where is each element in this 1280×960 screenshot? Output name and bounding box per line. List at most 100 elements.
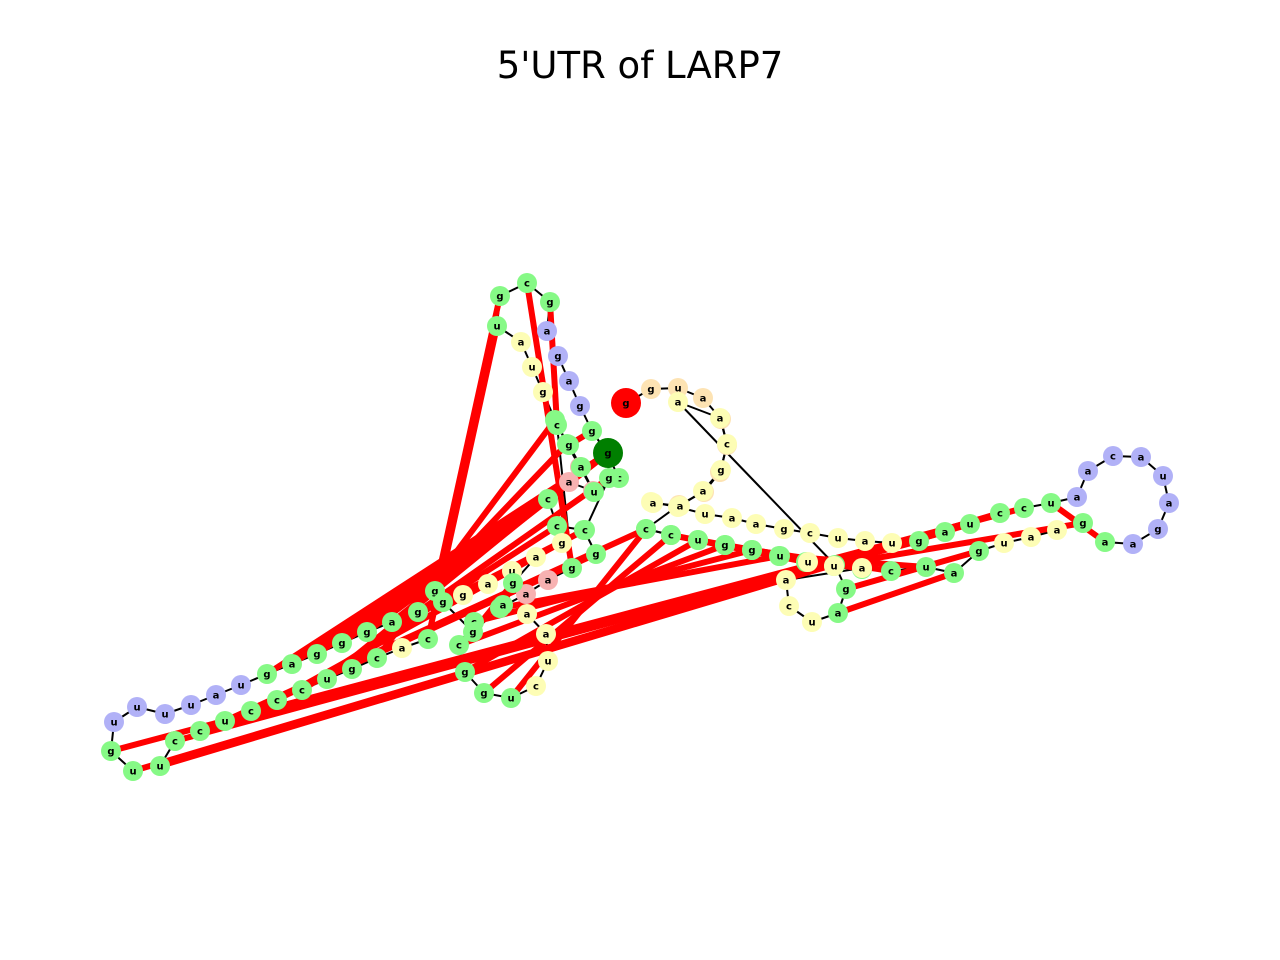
nucleotide-base-label: g [592, 550, 599, 561]
nucleotide-hairpin-loop: u [231, 675, 251, 695]
nucleotide-circle [916, 557, 936, 577]
nucleotide-circle [547, 415, 567, 435]
nucleotide-base-label: c [554, 421, 560, 432]
nucleotide-base-label: c [172, 737, 178, 748]
nucleotide-unpaired-5prime: g [641, 379, 661, 399]
nucleotide-hairpin-loop: u [127, 697, 147, 717]
base-pair-bond [845, 548, 980, 592]
nucleotide-base-label: c [524, 279, 530, 290]
nucleotide-circle [776, 570, 796, 590]
nucleotide-stem: g [1073, 513, 1093, 533]
nucleotide-circle [693, 481, 713, 501]
nucleotide-base-label: c [197, 727, 203, 738]
nucleotide-stem: g [582, 421, 602, 441]
nucleotide-base-label: a [399, 644, 406, 655]
nucleotide-stem: c [547, 516, 567, 536]
nucleotide-circle [408, 602, 428, 622]
nucleotide-base-label: g [546, 298, 553, 309]
nucleotide-circle [688, 530, 708, 550]
nucleotide-interior-loop: a [536, 624, 556, 644]
nucleotide-circle [367, 648, 387, 668]
nucleotide-base-label: a [859, 564, 866, 575]
base-pair-bond [457, 542, 727, 648]
nucleotide-circle [1123, 534, 1143, 554]
nucleotide-circle [800, 523, 820, 543]
nucleotide-stem: u [688, 530, 708, 550]
nucleotide-base-label: c [456, 641, 462, 652]
nucleotide-base-label: a [1166, 499, 1173, 510]
nucleotide-base-label: g [717, 466, 724, 477]
nucleotide-hairpin-loop: u [104, 712, 124, 732]
nucleotide-circle [599, 468, 619, 488]
nucleotide-hairpin-loop: a [1123, 534, 1143, 554]
nucleotide-hairpin-loop: a [1078, 461, 1098, 481]
nucleotide-circle [779, 596, 799, 616]
nucleotide-base-label: a [578, 463, 585, 474]
nucleotide-interior-loop: a [511, 332, 531, 352]
nucleotide-interior-loop: g [711, 460, 731, 480]
nucleotide-base-label: a [544, 327, 551, 338]
nucleotide-multiloop: a [559, 472, 579, 492]
nucleotide-interior-loop: a [526, 547, 546, 567]
nucleotide-interior-loop: a [722, 508, 742, 528]
nucleotide-base-label: u [834, 534, 841, 545]
nucleotide-circle [711, 460, 731, 480]
nucleotide-base-label: g [842, 585, 849, 596]
nucleotide-base-label: a [700, 487, 707, 498]
nucleotide-circle [190, 721, 210, 741]
nucleotide-circle [571, 457, 591, 477]
nucleotide-stem: g [357, 622, 377, 642]
nucleotide-circle [798, 552, 818, 572]
nucleotide-base-label: u [129, 767, 136, 778]
nucleotide-interior-loop: u [828, 528, 848, 548]
nucleotide-base-label: g [622, 399, 629, 410]
nucleotide-base-label: g [604, 449, 611, 460]
nucleotide-circle [455, 662, 475, 682]
nucleotide-circle [960, 514, 980, 534]
nucleotide-interior-loop: a [776, 570, 796, 590]
nucleotide-circle [526, 547, 546, 567]
nucleotide-circle [611, 388, 641, 418]
nucleotide-circle [538, 570, 558, 590]
nucleotide-interior-loop: u [798, 552, 818, 572]
nucleotide-circle [206, 685, 226, 705]
nucleotide-circle [802, 612, 822, 632]
nucleotide-base-label: c [299, 686, 305, 697]
nucleotide-circle [559, 371, 579, 391]
nucleotide-circle [852, 558, 872, 578]
nucleotide-circle [575, 520, 595, 540]
nucleotide-circle [342, 659, 362, 679]
nucleotide-circle [522, 357, 542, 377]
nucleotide-stem: c [418, 629, 438, 649]
nucleotide-stem: u [150, 756, 170, 776]
nucleotide-interior-loop: u [695, 504, 715, 524]
nucleotide-interior-loop: a [670, 496, 690, 516]
nucleotide-circle [643, 493, 663, 513]
nucleotide-base-label: g [605, 474, 612, 485]
nucleotide-stem: g [562, 558, 582, 578]
nucleotide-base-label: c [997, 509, 1003, 520]
nucleotide-circle [418, 629, 438, 649]
nucleotide-circle [909, 531, 929, 551]
nucleotide-interior-loop: a [517, 604, 537, 624]
nucleotide-circle [828, 528, 848, 548]
nucleotide-base-label: c [786, 602, 792, 613]
nucleotide-stem: c [517, 273, 537, 293]
nucleotide-base-label: a [1102, 538, 1109, 549]
nucleotide-circle [487, 316, 507, 336]
nucleotide-base-label: a [717, 414, 724, 425]
nucleotide-circle [517, 604, 537, 624]
nucleotide-base-label: a [1085, 467, 1092, 478]
nucleotide-circle [742, 540, 762, 560]
nucleotide-circle [155, 704, 175, 724]
nucleotide-base-label: g [363, 628, 370, 639]
nucleotide-interior-loop: u [824, 556, 844, 576]
nucleotide-base-label: c [533, 682, 539, 693]
nucleotide-circle [1095, 532, 1115, 552]
nucleotide-base-label: g [509, 579, 516, 590]
nucleotide-circle [215, 711, 235, 731]
nucleotide-circle [668, 392, 688, 412]
nucleotide-hairpin-loop: g [570, 396, 590, 416]
nucleotide-hairpin-loop: a [537, 321, 557, 341]
